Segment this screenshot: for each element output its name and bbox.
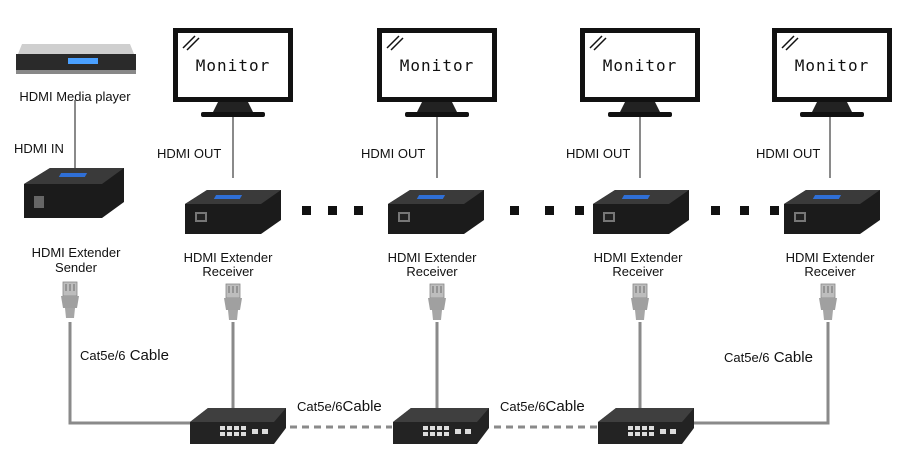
rj45-plug-sender <box>60 281 80 319</box>
network-switch-3 <box>598 408 694 444</box>
monitor-2-label: Monitor <box>400 56 474 75</box>
receiver-2-device <box>388 190 484 234</box>
receiver-1-label-line2: Receiver <box>202 264 254 279</box>
receiver-3-device <box>593 190 689 234</box>
monitor-4-label: Monitor <box>795 56 869 75</box>
media-player-label: HDMI Media player <box>19 89 131 104</box>
receiver-3-label-line2: Receiver <box>612 264 664 279</box>
receiver-3-label-line1: HDMI Extender <box>594 250 684 265</box>
cable-label-mid-1: Cat5e/6Cable <box>297 398 382 415</box>
receiver-1-device <box>185 190 281 234</box>
monitor-3-label: Monitor <box>603 56 677 75</box>
network-switch-1 <box>190 408 286 444</box>
monitor-4-hdmi-out-label: HDMI OUT <box>756 146 820 161</box>
monitor-3-hdmi-out-label: HDMI OUT <box>566 146 630 161</box>
rj45-plug-receiver-4 <box>818 283 838 321</box>
cable-label-mid-2: Cat5e/6Cable <box>500 398 585 415</box>
monitor-1-label: Monitor <box>196 56 270 75</box>
monitor-2-hdmi-out-label: HDMI OUT <box>361 146 425 161</box>
rj45-plug-receiver-1 <box>223 283 243 321</box>
hdmi-in-label: HDMI IN <box>14 141 64 156</box>
receiver-4-device <box>784 190 880 234</box>
rj45-plug-receiver-3 <box>630 283 650 321</box>
media-player-device <box>16 44 136 74</box>
cable-sender-to-switch1 <box>68 322 196 425</box>
sender-label-line1: HDMI Extender <box>32 245 122 260</box>
cable-receiver4-to-switch3 <box>692 322 830 425</box>
sender-label-line2: Sender <box>55 260 98 275</box>
chain-dots <box>302 206 779 215</box>
rj45-plug-receiver-2 <box>427 283 447 321</box>
receiver-2-label-line1: HDMI Extender <box>388 250 478 265</box>
network-switch-2 <box>393 408 489 444</box>
cable-lines <box>68 100 831 425</box>
receiver-4-label-line1: HDMI Extender <box>786 250 876 265</box>
cable-label-left: Cat5e/6 Cable <box>80 347 169 364</box>
receiver-1-label-line1: HDMI Extender <box>184 250 274 265</box>
monitor-1-hdmi-out-label: HDMI OUT <box>157 146 221 161</box>
receiver-4-label-line2: Receiver <box>804 264 856 279</box>
receiver-2-label-line2: Receiver <box>406 264 458 279</box>
sender-device <box>24 168 124 218</box>
cable-label-right: Cat5e/6 Cable <box>724 349 813 366</box>
